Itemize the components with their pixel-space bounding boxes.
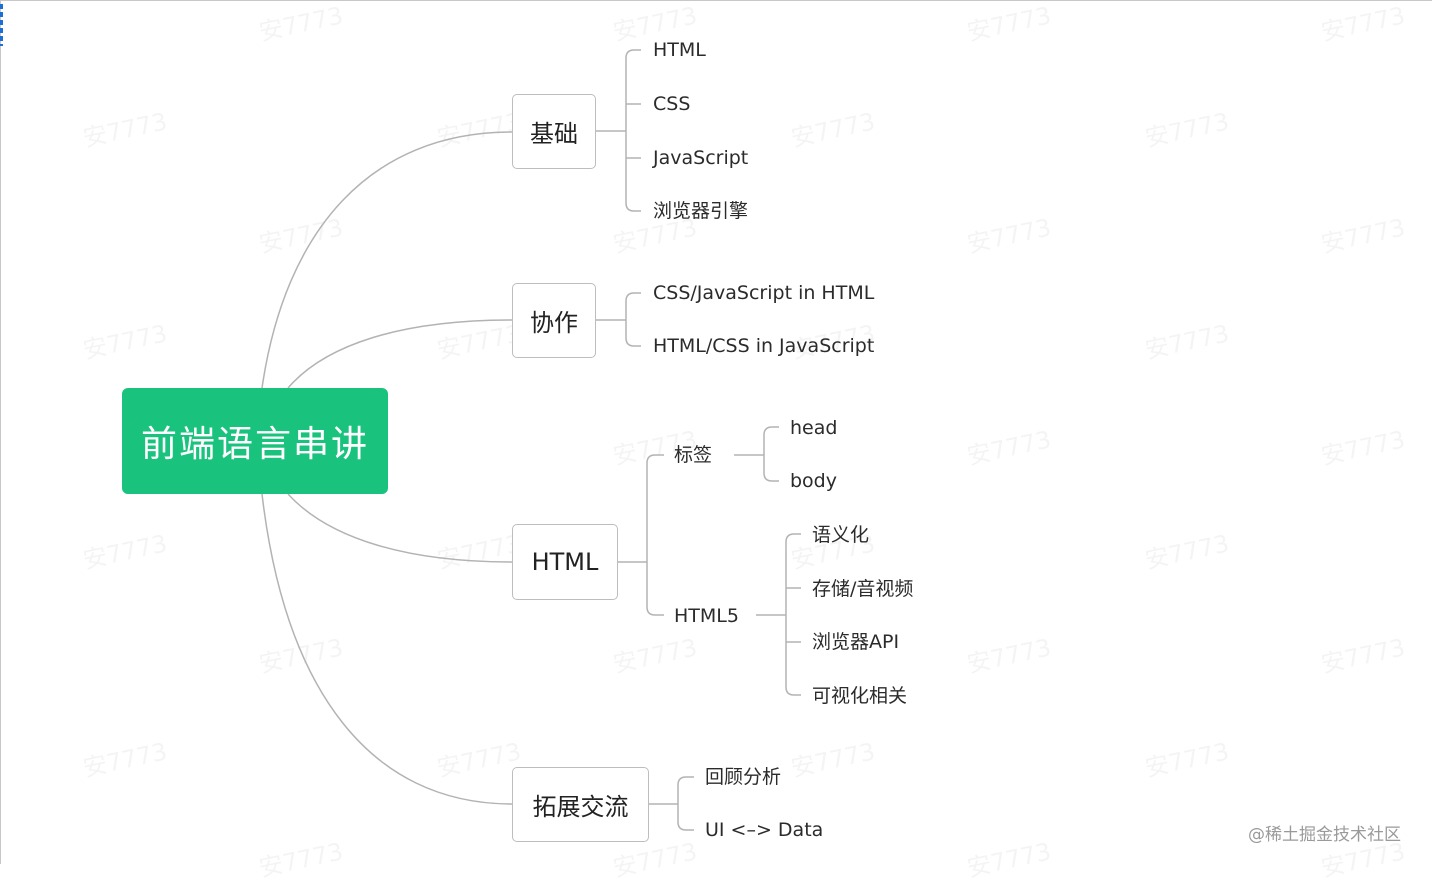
leaf-review[interactable]: 回顾分析 bbox=[705, 766, 782, 788]
subbranch-tags[interactable]: 标签 bbox=[674, 444, 713, 466]
leaf-storage-media[interactable]: 存储/音视频 bbox=[812, 578, 914, 600]
site-watermark: @稀土掘金技术社区 bbox=[1248, 825, 1401, 845]
connector-html5 bbox=[756, 533, 801, 696]
leaf-css-js-in-html[interactable]: CSS/JavaScript in HTML bbox=[653, 282, 875, 304]
leaf-html-css-in-js[interactable]: HTML/CSS in JavaScript bbox=[653, 335, 875, 357]
connector-basics bbox=[596, 49, 641, 212]
leaf-browser-api[interactable]: 浏览器API bbox=[812, 631, 900, 653]
top-border bbox=[0, 0, 1432, 1]
left-border bbox=[0, 0, 1, 864]
leaf-body[interactable]: body bbox=[790, 470, 837, 492]
leaf-css[interactable]: CSS bbox=[653, 93, 691, 115]
selection-marker bbox=[0, 4, 3, 46]
connector-root-html bbox=[287, 493, 513, 563]
branch-extend[interactable]: 拓展交流 bbox=[512, 767, 649, 842]
connector-root-extend bbox=[261, 493, 513, 805]
connector-tags bbox=[734, 426, 779, 482]
leaf-browser-engine[interactable]: 浏览器引擎 bbox=[653, 200, 749, 222]
leaf-ui-data[interactable]: UI <–> Data bbox=[705, 819, 824, 841]
connector-html bbox=[617, 454, 664, 616]
leaf-html[interactable]: HTML bbox=[653, 39, 706, 61]
root-node[interactable]: 前端语言串讲 bbox=[122, 388, 388, 494]
branch-html[interactable]: HTML bbox=[512, 524, 618, 600]
branch-basics[interactable]: 基础 bbox=[512, 94, 596, 169]
branch-collab[interactable]: 协作 bbox=[512, 283, 596, 358]
connector-lines bbox=[261, 49, 801, 831]
leaf-head[interactable]: head bbox=[790, 417, 838, 439]
connector-collab bbox=[596, 292, 641, 347]
subbranch-html5[interactable]: HTML5 bbox=[674, 605, 739, 627]
connector-extend bbox=[648, 776, 694, 831]
leaf-visualization[interactable]: 可视化相关 bbox=[812, 685, 908, 707]
connector-root-basics bbox=[261, 131, 513, 389]
leaf-semantics[interactable]: 语义化 bbox=[812, 524, 870, 546]
leaf-javascript[interactable]: JavaScript bbox=[653, 147, 749, 169]
connector-root-collab bbox=[287, 319, 513, 389]
